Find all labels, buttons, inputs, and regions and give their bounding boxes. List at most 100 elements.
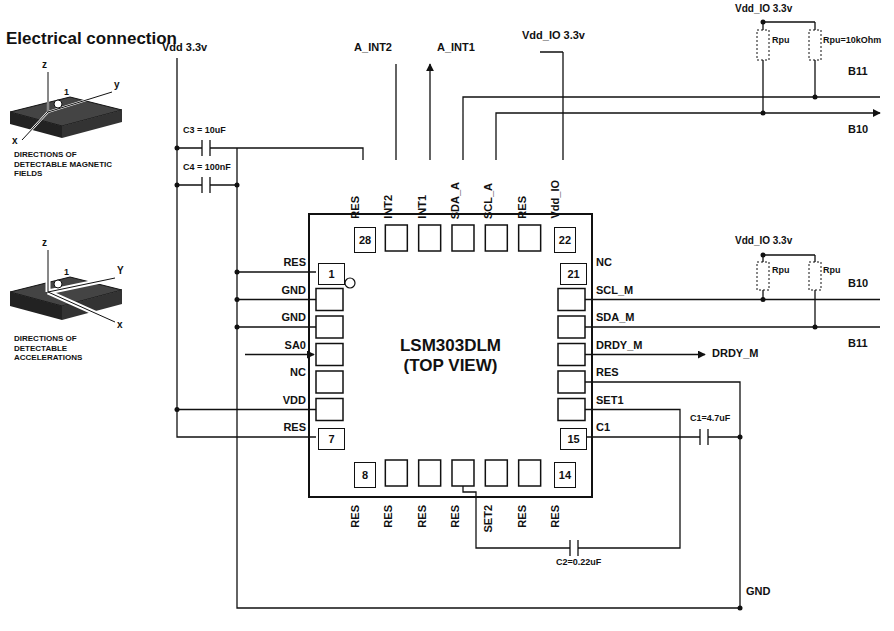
schematic-stroke — [585, 382, 740, 608]
axis-label: x — [12, 136, 18, 147]
resistor-label: Rpu — [772, 36, 790, 45]
pin-number: 8 — [362, 469, 368, 481]
schematic-stroke — [48, 250, 115, 322]
pin-number-pad: 22 — [554, 227, 576, 253]
schematic-stroke — [761, 20, 766, 25]
signal-name: DRDY_M — [712, 348, 758, 360]
pin-name: RES — [350, 505, 362, 528]
schematic-stroke — [463, 97, 880, 160]
pin-name: GND — [282, 312, 306, 324]
pin-name: RES — [417, 505, 429, 528]
axis-label: z — [42, 238, 47, 249]
pin-name: C1 — [596, 422, 610, 434]
axis-label: 1 — [64, 88, 69, 97]
schematic-stroke — [177, 58, 316, 437]
pin-pad — [485, 460, 507, 486]
schematic-stroke — [235, 297, 240, 302]
junction-dots — [175, 20, 818, 611]
pin-name: RES — [283, 422, 306, 434]
pin-name: SET2 — [483, 505, 495, 533]
axis-label: y — [114, 80, 120, 91]
supply-label: Vdd_IO 3.3v — [522, 30, 585, 42]
schematic-stroke — [62, 110, 122, 138]
pin-number: 14 — [559, 469, 571, 481]
axis-label: 1 — [64, 268, 69, 277]
pin-pad — [519, 225, 541, 251]
pin-number-pad: 15 — [560, 428, 587, 450]
pin-pad — [316, 316, 343, 338]
schematic-stroke — [761, 111, 766, 116]
pin-number: 28 — [359, 234, 371, 246]
pin-number-pad: 8 — [354, 462, 376, 488]
schematic-stroke — [175, 146, 180, 151]
pin-number: 1 — [328, 268, 334, 280]
schematic-stroke — [757, 262, 769, 290]
schematic-stroke — [763, 22, 815, 113]
pin-name: VDD — [283, 395, 306, 407]
resistor-label: Rpu=10kOhm — [823, 36, 881, 45]
schematic-stroke — [396, 64, 430, 160]
capacitor-label: C4 = 100nF — [183, 163, 231, 172]
bus-label: B11 — [848, 66, 868, 78]
pin-pad — [519, 460, 541, 486]
magnetic-axes-icon — [10, 72, 122, 140]
pin-name: INT1 — [417, 195, 429, 219]
bus-label: B11 — [848, 338, 868, 350]
pin-pad — [558, 289, 585, 311]
schematic-stroke — [738, 435, 743, 440]
resistor-symbol — [757, 30, 821, 290]
pin-name: RES — [450, 505, 462, 528]
schematic-stroke — [761, 253, 766, 258]
chip-name: LSM303DLM (TOP VIEW) — [381, 336, 521, 375]
pin-name: SDA_M — [596, 312, 635, 324]
pin-pad — [316, 289, 343, 311]
schematic-stroke — [235, 183, 240, 188]
pin-name: RES — [517, 196, 529, 219]
icon-caption: DIRECTIONS OF DETECTABLE ACCELERATIONS — [14, 334, 126, 363]
pin-name: SDA_A — [450, 182, 462, 219]
wires — [177, 22, 880, 608]
signal-name: A_INT1 — [437, 42, 475, 54]
schematic-stroke — [235, 270, 240, 275]
pin-name: SCL_M — [596, 285, 633, 297]
axis-label: x — [117, 320, 123, 331]
pin-name: INT2 — [383, 195, 395, 219]
schematic-stroke — [763, 255, 815, 327]
supply-label: Vdd 3.3v — [162, 42, 207, 54]
pin-name: DRDY_M — [596, 340, 642, 352]
schematic-stroke — [54, 280, 62, 288]
pin-pad — [419, 460, 441, 486]
pin-number-pad: 7 — [318, 428, 345, 450]
capacitor-label: C2=0.22uF — [556, 558, 601, 567]
schematic-stroke — [585, 300, 880, 355]
pin-pad — [558, 316, 585, 338]
pin1-marker — [345, 278, 355, 288]
icon-caption: DIRECTIONS OF DETECTABLE MAGNETIC FIELDS — [14, 150, 126, 179]
schematic-stroke — [54, 100, 62, 108]
pin-name: RES — [283, 257, 306, 269]
pin-pad — [316, 344, 343, 366]
schematic-stroke — [540, 52, 563, 160]
pin-name: SCL_A — [483, 183, 495, 219]
pin-name: RES — [596, 367, 619, 379]
pin-pad — [558, 344, 585, 366]
supply-label: Vdd_IO 3.3v — [735, 236, 792, 247]
pin-pad — [558, 399, 585, 421]
pin-number: 22 — [559, 234, 571, 246]
pin-number-pad: 21 — [560, 263, 587, 285]
chip-body: LSM303DLM (TOP VIEW) 28 22 1 21 7 15 8 14 — [308, 213, 593, 498]
schematic-stroke — [177, 140, 363, 160]
schematic-stroke — [235, 325, 240, 330]
schematic-stroke — [22, 72, 112, 140]
pin-number-pad: 1 — [318, 263, 345, 285]
schematic-stroke — [463, 410, 680, 557]
schematic-stroke — [809, 262, 821, 290]
bus-label: B10 — [848, 124, 868, 136]
schematic-stroke — [813, 95, 818, 100]
schematic-stroke — [738, 606, 743, 611]
pin-number-pad: 14 — [554, 462, 576, 488]
acceleration-axes-icon — [10, 250, 122, 322]
bus-label: B10 — [848, 278, 868, 290]
resistor-label: Rpu — [823, 266, 841, 275]
signal-name: A_INT2 — [354, 42, 392, 54]
